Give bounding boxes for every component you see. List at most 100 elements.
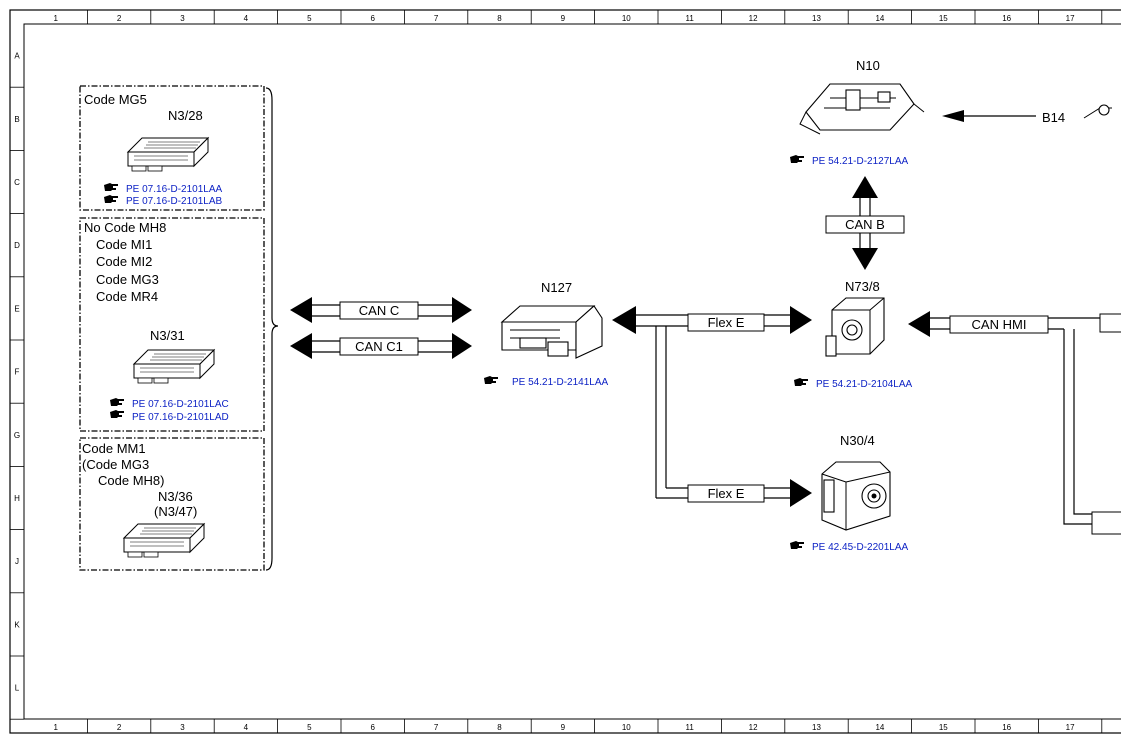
column-number: 6 — [370, 723, 375, 732]
column-grid: 1122334455667788991010111112121313141415… — [53, 10, 1103, 733]
group-3-line-2: (Code MG3 — [82, 457, 149, 472]
column-number: 1 — [53, 723, 58, 732]
column-number: 9 — [561, 723, 566, 732]
row-letter: F — [15, 368, 20, 377]
group-3-component-label: N3/36 — [158, 489, 193, 504]
n127-module-icon — [500, 305, 603, 359]
column-number: 17 — [1066, 723, 1075, 732]
row-letter: B — [14, 115, 19, 124]
flex-e-bus-bottom: Flex E — [656, 479, 812, 507]
flex-e-bottom-label: Flex E — [708, 486, 745, 501]
row-letter: H — [14, 494, 20, 503]
n30-4-ref[interactable]: PE 42.45-D-2201LAA — [812, 542, 909, 553]
group-2-ref-1[interactable]: PE 07.16-D-2101LAC — [132, 399, 229, 410]
group-box-2 — [79, 217, 265, 432]
group-2-component-label: N3/31 — [150, 328, 185, 343]
column-number: 12 — [749, 723, 758, 732]
ref-hand-icon — [104, 195, 118, 203]
n30-4-module-icon — [821, 461, 891, 531]
ref-hand-icon — [790, 155, 804, 163]
ref-hand-icon — [484, 376, 498, 384]
row-letter: A — [14, 52, 20, 61]
group-1-component-label: N3/28 — [168, 108, 203, 123]
column-number: 10 — [622, 723, 631, 732]
column-number: 3 — [180, 723, 185, 732]
group-3-line-3: Code MH8) — [98, 473, 164, 488]
n73-8-ref[interactable]: PE 54.21-D-2104LAA — [816, 379, 913, 390]
row-letter: E — [14, 304, 19, 313]
group-2-line-1: No Code MH8 — [84, 220, 166, 235]
group-2-line-4: Code MG3 — [96, 272, 159, 287]
can-b-bus: CAN B — [825, 176, 905, 270]
row-letter: J — [15, 557, 19, 566]
n10-module-icon — [799, 83, 925, 135]
group-box-1 — [79, 85, 265, 211]
column-number: 4 — [244, 14, 249, 23]
can-c-bus: CAN C — [290, 297, 472, 323]
can-c-label: CAN C — [359, 303, 399, 318]
group-brace — [265, 87, 279, 571]
column-number: 17 — [1066, 14, 1075, 23]
row-letter: L — [15, 684, 20, 693]
flex-e-top-label: Flex E — [708, 315, 745, 330]
group-box-3 — [79, 437, 265, 571]
column-number: 13 — [812, 14, 821, 23]
group-3-line-1: Code MM1 — [82, 441, 146, 456]
frame-outer — [9, 9, 1121, 734]
column-number: 12 — [749, 14, 758, 23]
row-letter: K — [14, 620, 20, 629]
row-letter: D — [14, 241, 20, 250]
n127-ref[interactable]: PE 54.21-D-2141LAA — [512, 377, 609, 388]
column-number: 8 — [497, 14, 502, 23]
n127-label: N127 — [541, 280, 572, 295]
column-number: 1 — [53, 14, 58, 23]
n10-ref[interactable]: PE 54.21-D-2127LAA — [812, 156, 909, 167]
can-hmi-bus: CAN HMI — [908, 311, 1121, 535]
column-number: 4 — [244, 723, 249, 732]
group-2-ref-2[interactable]: PE 07.16-D-2101LAD — [132, 412, 229, 423]
group-2-line-5: Code MR4 — [96, 289, 158, 304]
column-number: 16 — [1002, 723, 1011, 732]
b14-label: B14 — [1042, 110, 1065, 125]
frame-inner — [23, 23, 1121, 720]
column-number: 10 — [622, 14, 631, 23]
can-hmi-label: CAN HMI — [972, 317, 1027, 332]
column-number: 13 — [812, 723, 821, 732]
can-c1-bus: CAN C1 — [290, 333, 472, 359]
column-number: 3 — [180, 14, 185, 23]
row-letter: C — [14, 178, 20, 187]
column-number: 9 — [561, 14, 566, 23]
column-number: 2 — [117, 723, 122, 732]
flex-e-bus-top: Flex E — [612, 306, 812, 498]
ref-hand-icon — [110, 410, 124, 418]
ref-hand-icon — [110, 398, 124, 406]
ecu-n3-28-icon — [127, 137, 209, 172]
column-number: 5 — [307, 14, 312, 23]
group-1-line-1: Code MG5 — [84, 92, 147, 107]
row-grid: A B C D E F G H J K L — [10, 52, 24, 720]
n73-8-switch-icon — [825, 297, 885, 357]
n73-8-label: N73/8 — [845, 279, 880, 294]
ref-hand-icon — [790, 541, 804, 549]
column-number: 15 — [939, 723, 948, 732]
group-1-ref-2[interactable]: PE 07.16-D-2101LAB — [126, 196, 223, 207]
can-b-label: CAN B — [845, 217, 885, 232]
n10-label: N10 — [856, 58, 880, 73]
column-number: 5 — [307, 723, 312, 732]
group-2-line-3: Code MI2 — [96, 254, 152, 269]
b14-sensor-icon — [1083, 104, 1112, 119]
column-number: 11 — [686, 723, 695, 732]
group-2-line-2: Code MI1 — [96, 237, 152, 252]
ecu-n3-36-icon — [123, 523, 205, 558]
ref-hand-icon — [794, 378, 808, 386]
can-c1-label: CAN C1 — [355, 339, 403, 354]
group-3-component-alt-label: (N3/47) — [154, 504, 197, 519]
n30-4-label: N30/4 — [840, 433, 875, 448]
column-number: 11 — [686, 14, 695, 23]
column-number: 8 — [497, 723, 502, 732]
group-1-ref-1[interactable]: PE 07.16-D-2101LAA — [126, 184, 223, 195]
row-letter: G — [14, 431, 20, 440]
column-number: 16 — [1002, 14, 1011, 23]
column-number: 14 — [875, 14, 884, 23]
